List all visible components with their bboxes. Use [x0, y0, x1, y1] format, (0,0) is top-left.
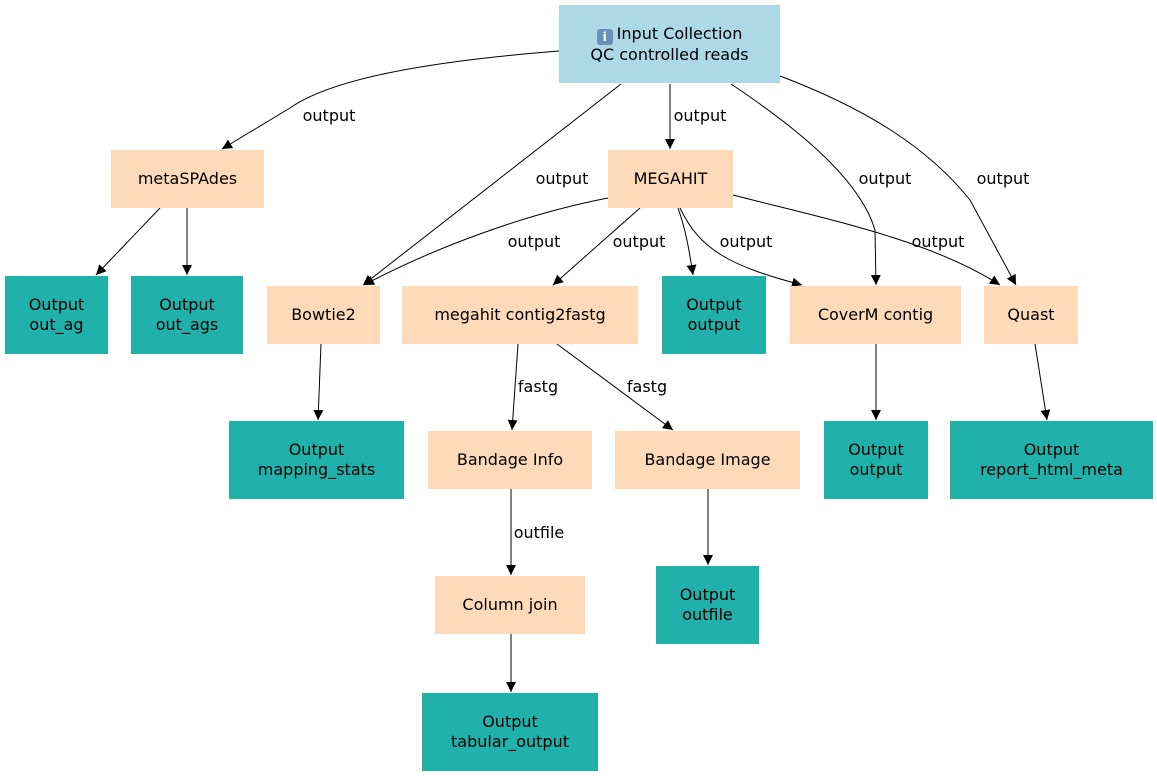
edge-label: fastg [518, 377, 558, 396]
edge-input-to-quast [779, 75, 1017, 286]
node-output-report-html-meta[interactable]: Output report_html_meta [950, 421, 1153, 499]
edge-input-to-coverm [730, 83, 881, 286]
node-output-mapping-stats[interactable]: Output mapping_stats [229, 421, 404, 499]
edge-megahit-to-contig2fastg [552, 207, 641, 286]
node-bandage-info[interactable]: Bandage Info [428, 431, 592, 489]
output-name: output [849, 460, 903, 479]
edge-label: output [536, 169, 589, 188]
output-label: Output [679, 585, 736, 604]
node-output-out-ag[interactable]: Output out_ag [5, 276, 108, 354]
node-label: metaSPAdes [137, 169, 238, 188]
node-label: MEGAHIT [633, 169, 708, 188]
edge-megahit-to-megahit-output [677, 207, 697, 276]
output-name: report_html_meta [980, 460, 1123, 479]
output-label: Output [848, 440, 904, 459]
node-column-join[interactable]: Column join [435, 576, 585, 634]
edge-label: output [508, 232, 561, 251]
node-bandage-image[interactable]: Bandage Image [615, 431, 800, 489]
node-label: Quast [1007, 305, 1055, 324]
node-megahit-contig2fastg[interactable]: megahit contig2fastg [402, 286, 638, 344]
node-output-tabular-output[interactable]: Output tabular_output [422, 693, 598, 771]
node-label: Bandage Info [456, 450, 564, 469]
node-label: CoverM contig [817, 305, 934, 324]
edge-label: output [912, 232, 965, 251]
output-name: out_ags [155, 315, 219, 334]
edge-contig2fastg-to-bandage-image [556, 343, 674, 431]
edge-label: outfile [514, 523, 565, 542]
output-label: Output [159, 295, 215, 314]
edge-label: output [720, 232, 773, 251]
input-title-text: Input Collection [616, 23, 743, 43]
node-label: megahit contig2fastg [434, 305, 606, 324]
output-name: out_ag [29, 315, 84, 334]
node-output-bandage-outfile[interactable]: Output outfile [656, 566, 759, 644]
edge-label: output [613, 232, 666, 251]
edge-label: output [303, 106, 356, 125]
edge-metaspades-to-out-ag [95, 207, 161, 276]
edge-label: fastg [627, 377, 667, 396]
node-metaspades[interactable]: metaSPAdes [111, 150, 264, 208]
output-name: tabular_output [451, 732, 569, 751]
node-label: Bowtie2 [291, 305, 356, 324]
edge-megahit-to-quast [732, 194, 1001, 286]
node-label: Column join [462, 595, 558, 614]
edge-contig2fastg-to-bandage-info [507, 343, 519, 431]
edge-label: output [674, 106, 727, 125]
edge-input-to-bowtie2 [362, 83, 622, 286]
node-bowtie2[interactable]: Bowtie2 [267, 286, 380, 344]
input-subtitle: QC controlled reads [590, 44, 749, 64]
output-label: Output [28, 295, 85, 314]
edge-quast-to-report-html-meta [1034, 343, 1051, 421]
node-quast[interactable]: Quast [984, 286, 1078, 344]
info-icon: i [596, 28, 613, 45]
node-output-megahit-output[interactable]: Output output [662, 276, 766, 354]
output-name: mapping_stats [257, 460, 376, 479]
output-name: outfile [682, 605, 733, 624]
output-label: Output [288, 440, 345, 459]
output-label: Output [1023, 440, 1080, 459]
output-label: Output [686, 295, 742, 314]
edge-bowtie2-to-mapping-stats [313, 343, 324, 421]
edge-label: output [859, 169, 912, 188]
node-coverm-contig[interactable]: CoverM contig [790, 286, 961, 344]
edge-input-to-metaspades [221, 50, 560, 150]
node-megahit[interactable]: MEGAHIT [608, 150, 733, 208]
node-output-coverm-output[interactable]: Output output [824, 421, 928, 499]
node-output-out-ags[interactable]: Output out_ags [131, 276, 243, 354]
node-label: Bandage Image [644, 450, 771, 469]
edge-megahit-to-coverm [679, 207, 803, 288]
edge-megahit-to-bowtie2 [363, 197, 609, 286]
edge-label: output [977, 169, 1030, 188]
output-label: Output [482, 712, 538, 731]
output-name: output [687, 315, 741, 334]
